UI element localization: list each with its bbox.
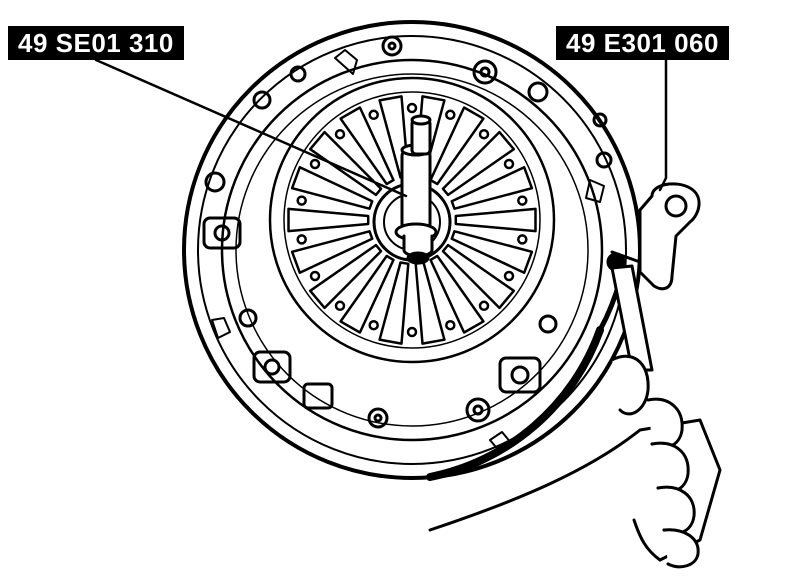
spring-slot xyxy=(309,270,321,282)
spring-slot xyxy=(406,326,418,338)
spring-finger xyxy=(378,261,410,345)
spring-finger xyxy=(290,230,374,274)
flywheel-lock-icon xyxy=(606,182,701,372)
spring-finger xyxy=(339,106,395,186)
hand-icon xyxy=(428,354,722,569)
spring-slot xyxy=(445,109,456,121)
spring-finger xyxy=(429,106,485,186)
spring-finger xyxy=(287,207,370,233)
tool-label-49-e301-060: 49 E301 060 xyxy=(556,26,729,60)
spring-finger xyxy=(308,243,383,310)
tool-label-49-se01-310: 49 SE01 310 xyxy=(8,26,184,60)
spring-finger xyxy=(414,261,446,345)
spring-slot xyxy=(309,158,321,170)
spring-finger xyxy=(429,254,485,334)
spring-slot xyxy=(445,319,456,331)
spring-slot xyxy=(478,128,490,140)
spring-finger xyxy=(308,130,383,197)
spring-slot xyxy=(368,109,379,121)
leader-line xyxy=(94,58,668,198)
spring-slot xyxy=(334,300,346,312)
spring-finger xyxy=(450,230,534,274)
clutch-cover-icon xyxy=(182,20,642,481)
centering-tool-icon xyxy=(394,114,438,265)
spring-finger xyxy=(454,207,537,233)
spring-slot xyxy=(503,158,515,170)
spring-slot xyxy=(503,270,515,282)
spring-slot xyxy=(296,195,307,206)
spring-finger xyxy=(441,243,516,310)
spring-finger xyxy=(290,166,374,210)
spring-slot xyxy=(334,128,346,140)
spring-slot xyxy=(368,319,379,331)
spring-slot xyxy=(296,234,307,245)
spring-slot xyxy=(478,300,490,312)
spring-finger xyxy=(450,166,534,210)
spring-slot xyxy=(517,234,528,245)
spring-slot xyxy=(406,102,418,114)
spring-finger xyxy=(339,254,395,334)
bolt-icon xyxy=(202,35,613,429)
spring-slot xyxy=(517,195,528,206)
spring-finger xyxy=(441,130,516,197)
